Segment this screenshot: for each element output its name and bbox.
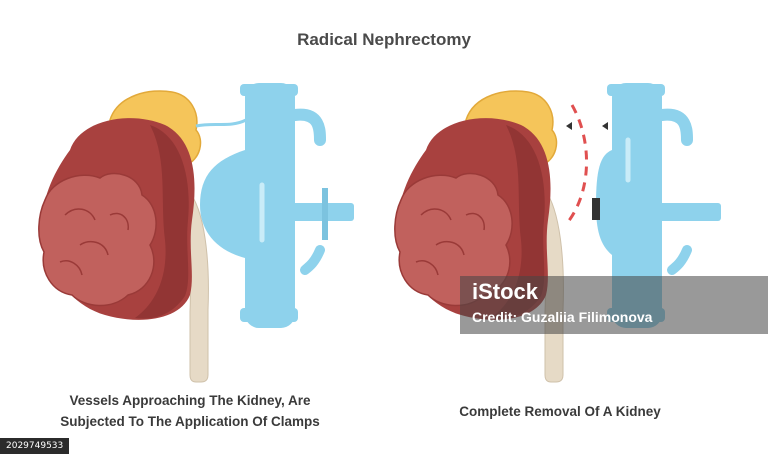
right-panel — [394, 83, 721, 383]
image-id-badge: 2029749533 — [0, 438, 70, 454]
incision-line — [566, 104, 588, 223]
vessel-trunk-left — [200, 83, 354, 328]
watermark-banner: iStock Credit: Guzaliia Filimonova — [460, 276, 768, 334]
adrenal-vessel-left — [195, 118, 247, 128]
kidney-left-shade — [135, 125, 189, 319]
kidney-right-shade — [491, 125, 545, 319]
caption-right: Complete Removal Of A Kidney — [459, 404, 661, 419]
istock-logo: iStock — [472, 279, 539, 304]
caption-left: Vessels Approaching The Kidney, Are Subj… — [60, 393, 320, 429]
tumor-left — [38, 172, 157, 307]
left-panel — [38, 83, 354, 383]
tumor-right — [394, 172, 513, 307]
diagram-title: Radical Nephrectomy — [297, 30, 471, 49]
credit-line: Credit: Guzaliia Filimonova — [472, 309, 653, 325]
clamp-top — [566, 122, 608, 130]
